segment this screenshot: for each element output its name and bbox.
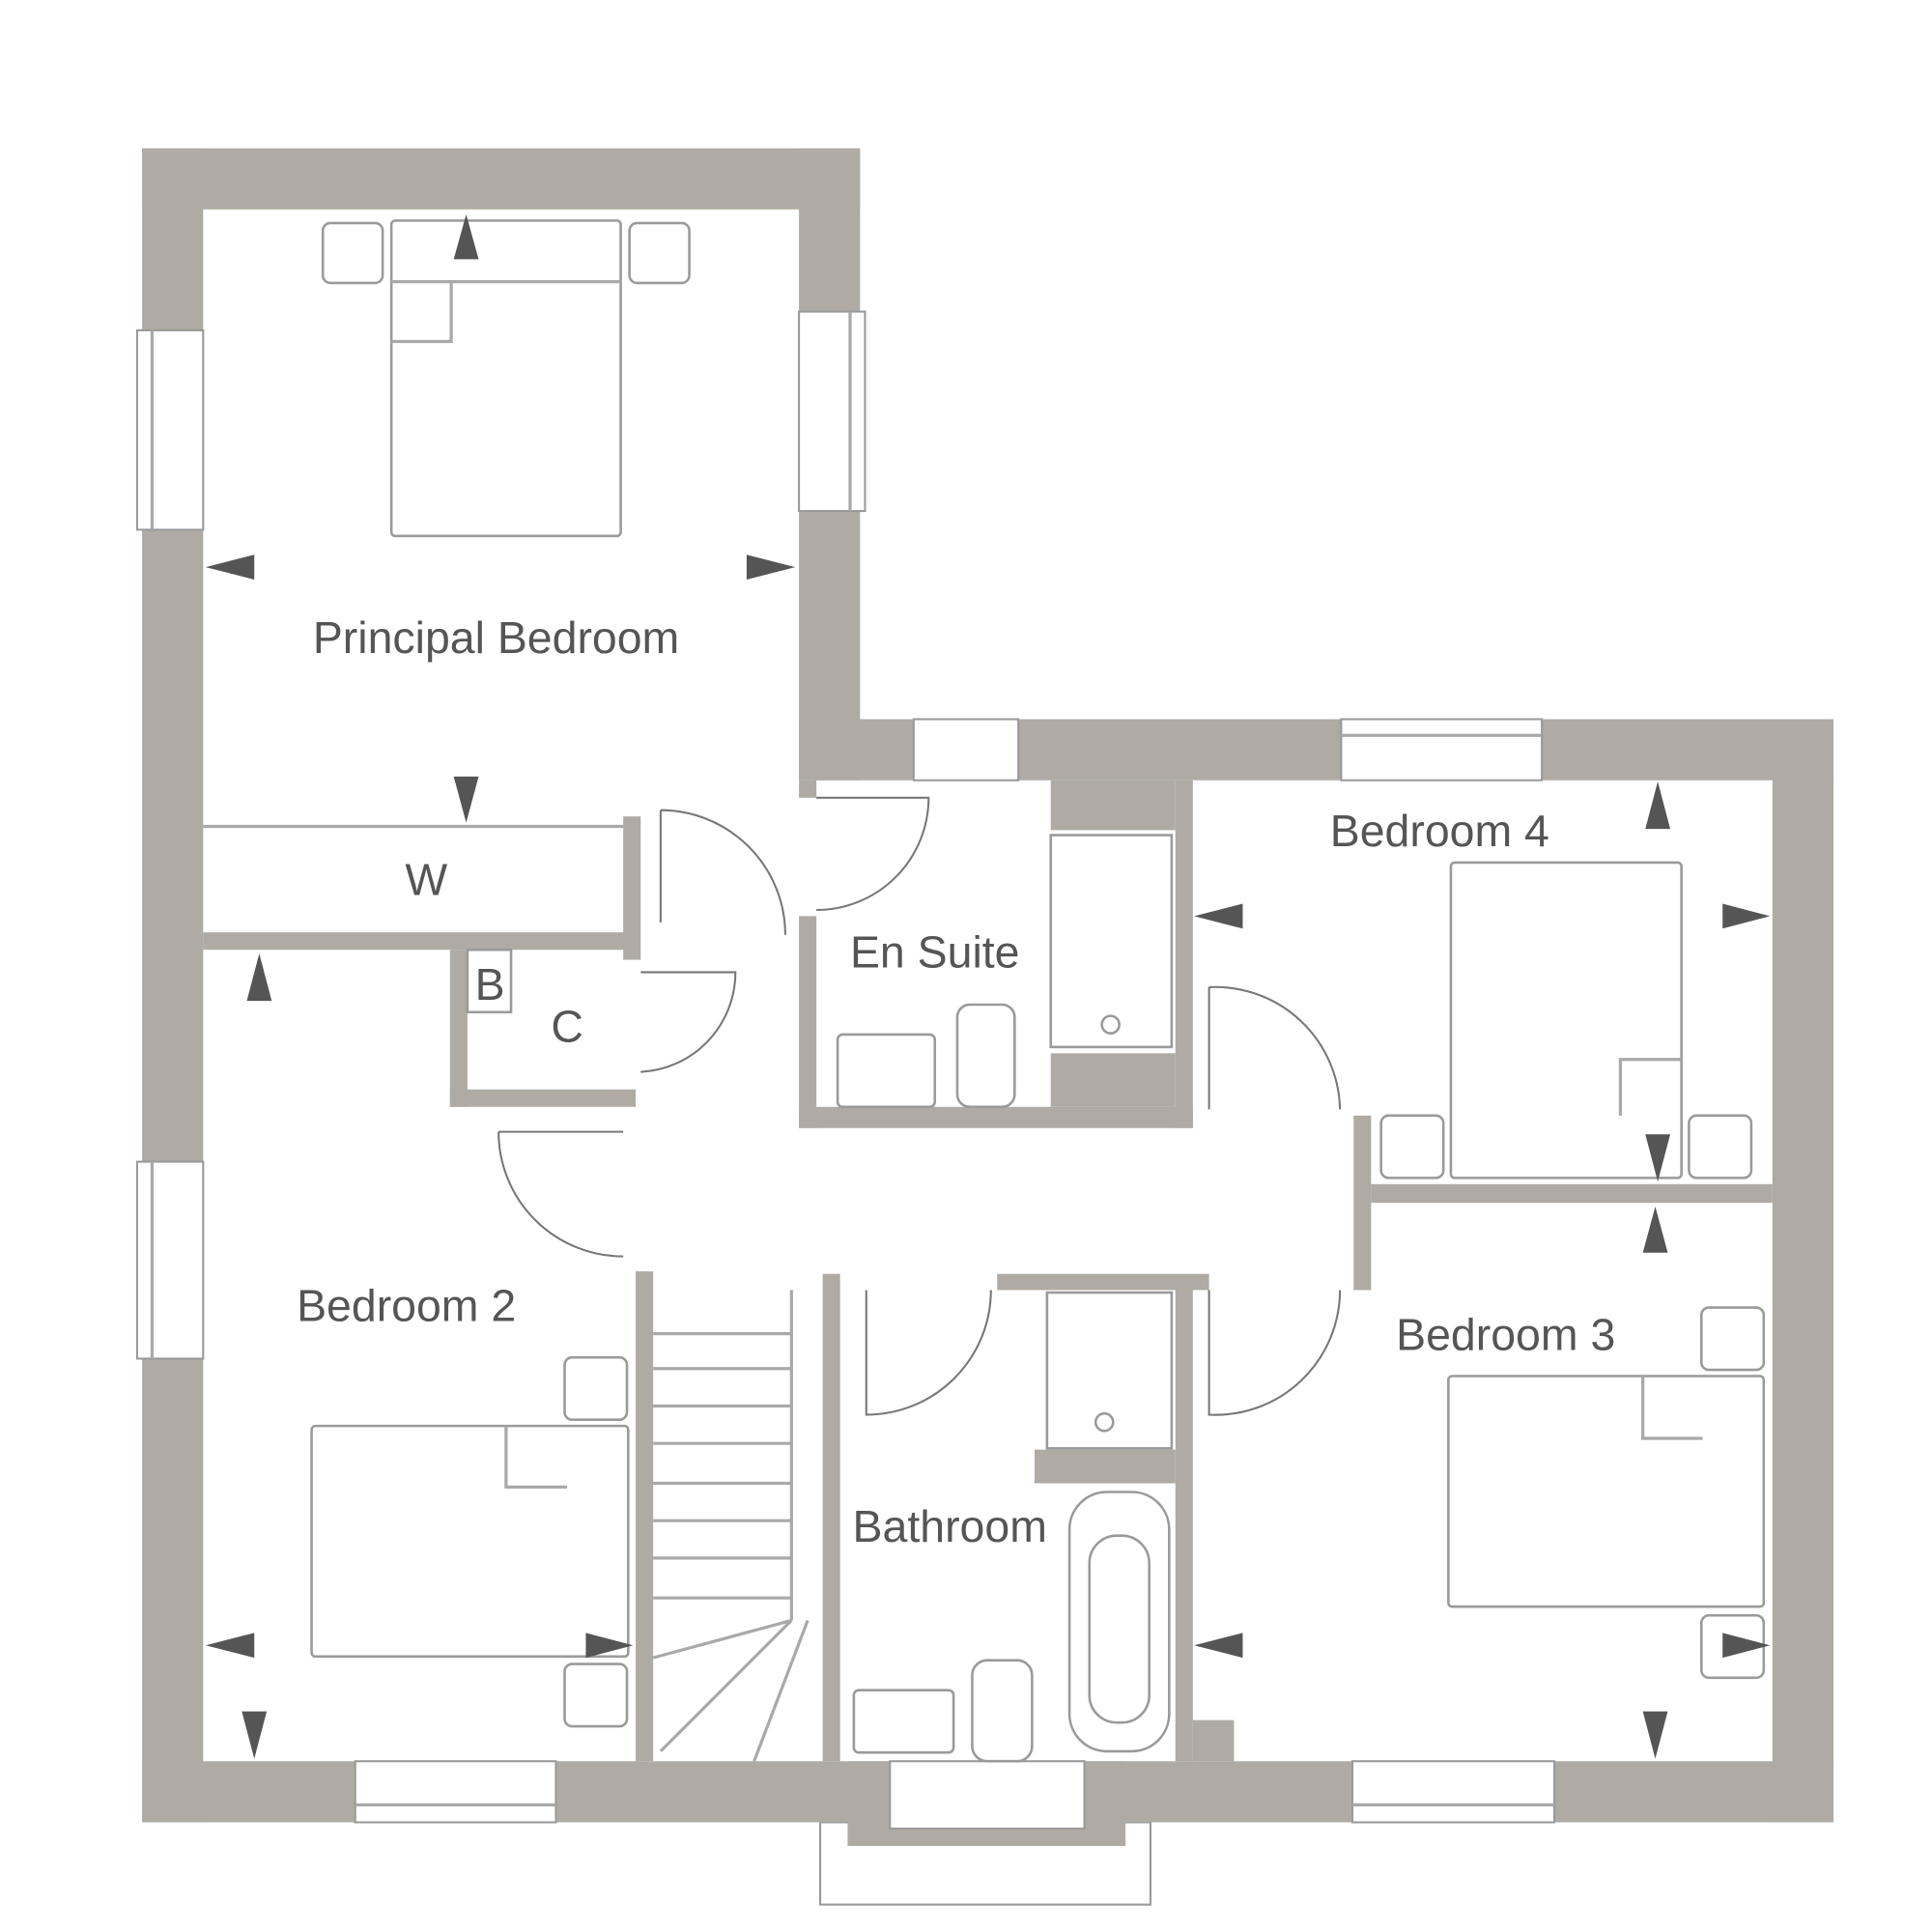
arrow-down-icon	[453, 776, 479, 823]
room-label-boiler: B	[475, 959, 505, 1009]
dimension-arrows	[205, 213, 1771, 1759]
arrow-right-icon	[746, 554, 796, 580]
basin	[836, 1033, 937, 1109]
arrow-right-icon	[1722, 903, 1771, 929]
arrow-left-icon	[205, 554, 255, 580]
room-label-cupboard: C	[551, 1002, 583, 1052]
arrow-left-icon	[1194, 1633, 1243, 1659]
furniture	[203, 219, 1766, 1763]
doors	[497, 796, 1342, 1416]
bedside-table	[1379, 1114, 1445, 1179]
arrow-down-icon	[242, 1711, 268, 1759]
arrow-up-icon	[246, 953, 272, 1002]
shower-tray	[1049, 834, 1174, 1049]
arrow-up-icon	[1645, 781, 1671, 830]
arrow-up-icon	[453, 213, 479, 260]
room-label-principal-bedroom: Principal Bedroom	[313, 612, 679, 663]
double-bed	[389, 219, 622, 538]
bedside-table	[628, 221, 691, 285]
double-bed	[310, 1424, 630, 1659]
room-label-bedroom-4: Bedroom 4	[1330, 806, 1549, 856]
arrow-right-icon	[1722, 1633, 1771, 1659]
arrow-down-icon	[1642, 1711, 1668, 1759]
arrow-up-icon	[1642, 1207, 1668, 1253]
bedside-table	[1700, 1306, 1766, 1372]
arrow-left-icon	[1194, 903, 1243, 929]
arrow-left-icon	[205, 1633, 255, 1659]
room-label-en-suite: En Suite	[850, 926, 1020, 977]
bedside-table	[1688, 1114, 1753, 1179]
toilet	[955, 1003, 1016, 1109]
bedside-table	[563, 1662, 629, 1728]
bedside-table	[321, 221, 384, 285]
bedside-table	[563, 1355, 629, 1421]
staircase	[652, 1290, 810, 1762]
basin	[852, 1689, 955, 1754]
windows	[135, 310, 1556, 1830]
arrow-right-icon	[585, 1633, 634, 1659]
double-bed	[1447, 1375, 1766, 1608]
arrow-down-icon	[1645, 1134, 1671, 1182]
double-bed	[1449, 861, 1683, 1179]
room-label-bedroom-2: Bedroom 2	[297, 1281, 516, 1331]
room-label-bathroom: Bathroom	[853, 1501, 1047, 1551]
room-label-bedroom-3: Bedroom 3	[1396, 1309, 1615, 1359]
toilet	[971, 1659, 1034, 1763]
room-label-wardrobe: W	[405, 854, 447, 904]
